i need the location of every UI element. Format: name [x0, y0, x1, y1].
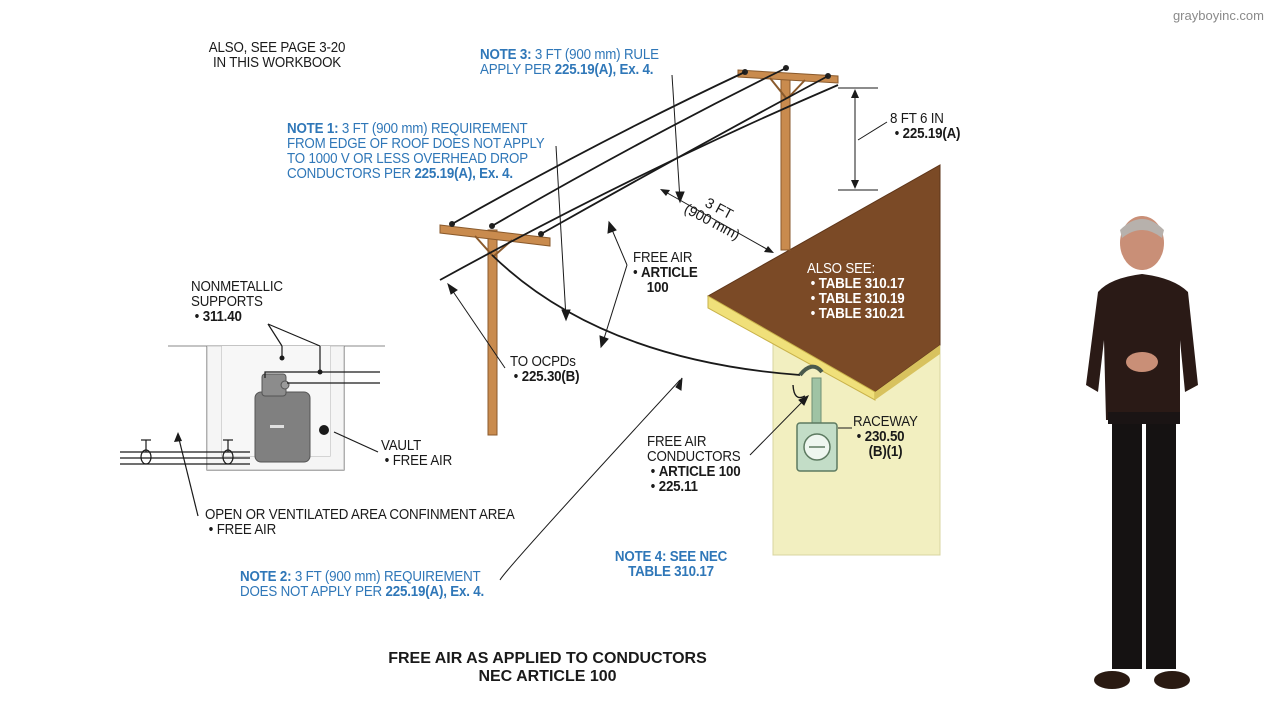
- note-4: NOTE 4: SEE NEC TABLE 310.17: [614, 549, 728, 580]
- also-see-box: ALSO SEE: • TABLE 310.17 • TABLE 310.19 …: [807, 261, 905, 322]
- clearance-label: 8 FT 6 IN • 225.19(A): [890, 111, 961, 142]
- crossarm-left: [439, 224, 551, 247]
- pole-left: [487, 229, 498, 436]
- note-2: NOTE 2: 3 FT (900 mm) REQUIREMENT DOES N…: [240, 569, 485, 600]
- watermark: grayboyinc.com: [1172, 8, 1264, 23]
- free-air-article-label: FREE AIR • ARTICLE 100: [633, 250, 698, 296]
- nonmetallic-supports-label: NONMETALLIC SUPPORTS • 311.40: [191, 279, 283, 325]
- overhead-conductors: [439, 67, 839, 281]
- raceway-label: RACEWAY • 230.50 (B)(1): [853, 414, 918, 460]
- note-1: NOTE 1: 3 FT (900 mm) REQUIREMENT FROM E…: [287, 121, 545, 182]
- note-3: NOTE 3: 3 FT (900 mm) RULE APPLY PER 225…: [480, 47, 659, 78]
- vault-label: VAULT • FREE AIR: [381, 438, 453, 469]
- open-area-label: OPEN OR VENTILATED AREA CONFINMENT AREA …: [205, 507, 515, 538]
- service-drop: [491, 254, 801, 376]
- raceway-conduit: [811, 377, 822, 425]
- presenter-figure: [1086, 216, 1198, 689]
- free-air-conductors-label: FREE AIR CONDUCTORS • ARTICLE 100 • 225.…: [647, 434, 741, 495]
- ocpd-label: TO OCPDs • 225.30(B): [510, 354, 580, 385]
- roof-fascia-right: [875, 345, 940, 400]
